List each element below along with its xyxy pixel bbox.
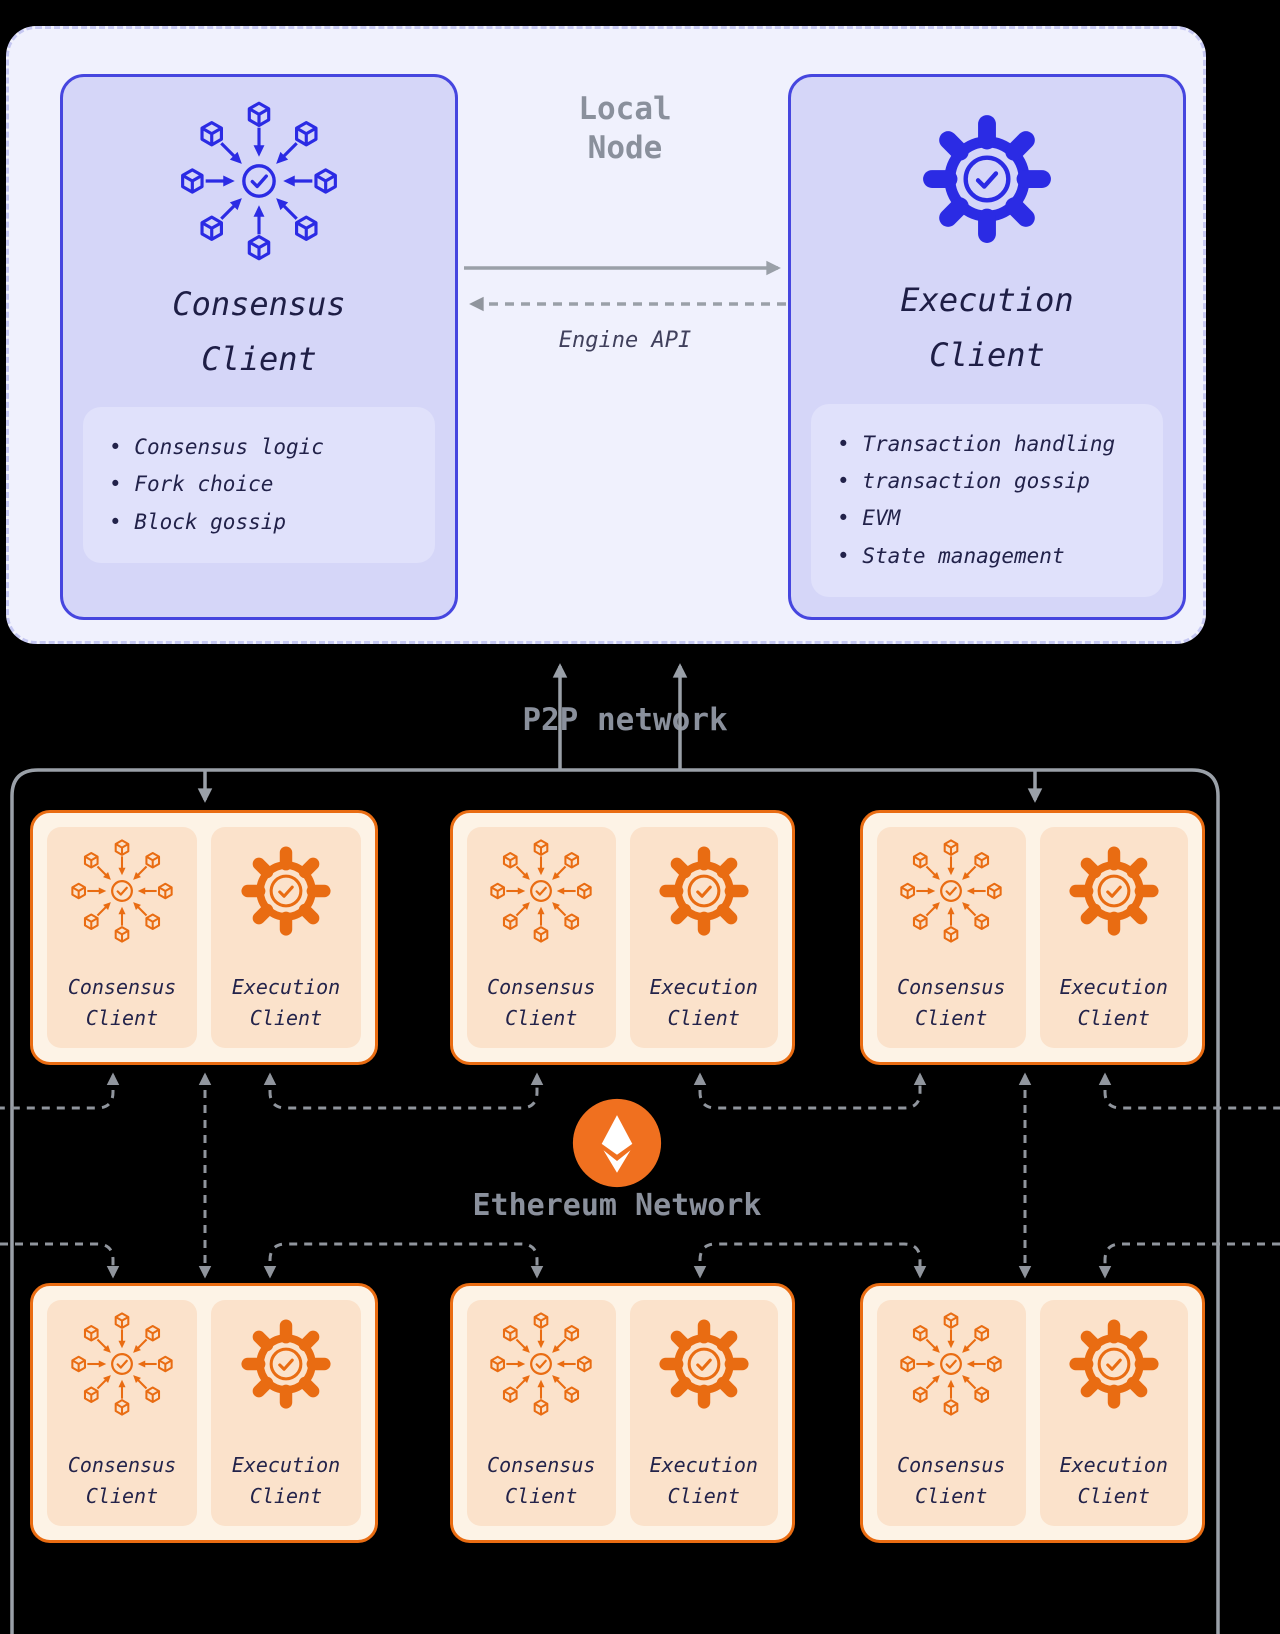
gear-check-icon	[658, 1318, 750, 1410]
consensus-icon-wrap	[489, 1308, 593, 1420]
execution-detail-box: Transaction handling transaction gossip …	[811, 403, 1163, 597]
bullet-item: Transaction handling	[837, 426, 1137, 463]
network-nodes-icon	[70, 839, 174, 943]
consensus-icon-wrap	[70, 835, 174, 947]
gear-check-icon	[1068, 845, 1160, 937]
gear-check-icon	[921, 113, 1053, 245]
network-nodes-icon	[489, 1312, 593, 1416]
local-node-label: Local Node	[578, 91, 672, 166]
bullet-item: Block gossip	[109, 504, 409, 541]
execution-icon-wrap	[1068, 1308, 1160, 1420]
network-nodes-icon	[179, 101, 339, 261]
gear-check-icon	[658, 845, 750, 937]
ethereum-diamond-icon	[572, 1098, 662, 1188]
execution-client-title: Execution Client	[900, 281, 1074, 375]
ethereum-network-label: Ethereum Network	[472, 1188, 762, 1223]
bullet-item: transaction gossip	[837, 463, 1137, 500]
gear-check-icon	[240, 1318, 332, 1410]
consensus-icon-wrap	[70, 1308, 174, 1420]
consensus-icon-wrap	[489, 835, 593, 947]
network-nodes-icon	[899, 1312, 1003, 1416]
network-nodes-icon	[899, 839, 1003, 943]
consensus-client-title: Consensus Client	[172, 285, 346, 379]
execution-client-box: Execution Client Transaction handling tr…	[788, 74, 1186, 620]
execution-icon-wrap	[658, 1308, 750, 1420]
bullet-item: Fork choice	[109, 466, 409, 503]
network-nodes-icon	[489, 839, 593, 943]
bullet-item: Consensus logic	[109, 429, 409, 466]
execution-icon-wrap	[240, 835, 332, 947]
ethereum-logo	[572, 1098, 662, 1188]
network-nodes-icon	[70, 1312, 174, 1416]
execution-icon-wrap	[658, 835, 750, 947]
gear-check-icon	[240, 845, 332, 937]
execution-icon-wrap	[240, 1308, 332, 1420]
p2p-network-label: P2P network	[522, 702, 728, 738]
gear-check-icon	[1068, 1318, 1160, 1410]
bullet-item: EVM	[837, 500, 1137, 537]
consensus-icon-wrap	[899, 1308, 1003, 1420]
execution-icon-wrap	[921, 101, 1053, 257]
engine-api-label: Engine API	[558, 328, 692, 353]
consensus-detail-box: Consensus logic Fork choice Block gossip	[83, 407, 435, 564]
consensus-icon-wrap	[899, 835, 1003, 947]
bullet-item: State management	[837, 538, 1137, 575]
consensus-icon-wrap	[179, 101, 339, 261]
consensus-client-box: Consensus Client Consensus logic Fork ch…	[60, 74, 458, 620]
execution-icon-wrap	[1068, 835, 1160, 947]
